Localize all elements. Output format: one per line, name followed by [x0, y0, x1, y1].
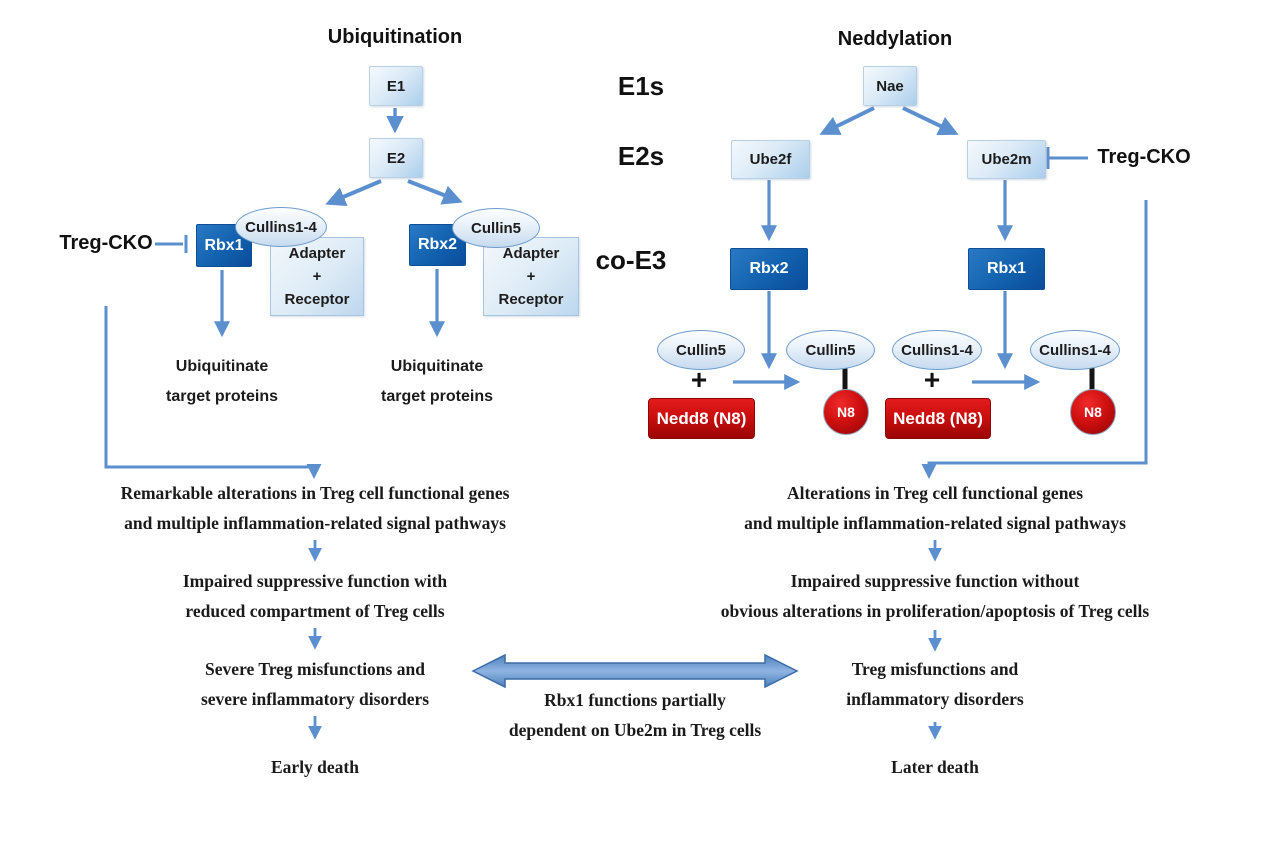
outcome-ubiquitinate-2: Ubiquitinate target proteins: [380, 358, 493, 405]
node-e1: E1: [369, 66, 423, 106]
label-treg-cko-right: Treg-CKO: [1097, 146, 1191, 168]
circle-n8-2: N8: [1070, 389, 1116, 435]
tier-label-e1s: E1s: [617, 71, 665, 101]
arrow-nae-to-ube2f: [819, 106, 875, 135]
node-nedd8-2: Nedd8 (N8): [885, 398, 991, 439]
node-rbx2-right: Rbx2: [730, 248, 808, 290]
left-flow-block1: Remarkable alterations in Treg cell func…: [120, 483, 510, 533]
plus-sign-2: +: [923, 364, 941, 395]
right-flow-block1: Alterations in Treg cell functional gene…: [744, 483, 1126, 533]
arrow-nae-to-ube2m: [902, 106, 959, 136]
adapter-label: Adapter: [502, 245, 560, 262]
elbow-tregcko-to-left-flow: [104, 306, 322, 479]
ellipse-cullins1-4-product: Cullins1-4: [1030, 330, 1120, 370]
circle-n8-1: N8: [823, 389, 869, 435]
complex-adapter-receptor-1: Adapter + Receptor: [270, 237, 364, 316]
tier-label-e2s: E2s: [617, 141, 665, 171]
ellipse-cullins1-4-substrate: Cullins1-4: [892, 330, 982, 370]
node-e2: E2: [369, 138, 423, 178]
ellipse-cullin5-substrate: Cullin5: [657, 330, 745, 370]
title-neddylation: Neddylation: [837, 28, 953, 50]
right-flow-block2: Impaired suppressive function without ob…: [720, 571, 1150, 621]
ellipse-cullin5-left: Cullin5: [452, 208, 540, 248]
plus-sign-1: +: [690, 364, 708, 395]
complex-adapter-receptor-2: Adapter + Receptor: [483, 237, 579, 316]
double-headed-comparison-arrow: [471, 653, 799, 689]
elbow-tregcko-to-right-flow: [921, 200, 1148, 479]
node-rbx1-right: Rbx1: [968, 248, 1045, 290]
node-nae: Nae: [863, 66, 917, 106]
node-ube2m: Ube2m: [967, 140, 1046, 179]
left-flow-block2: Impaired suppressive function with reduc…: [182, 571, 448, 621]
plus-label: +: [312, 268, 322, 285]
arrow-e2-to-cullins14: [325, 179, 382, 206]
node-ube2f: Ube2f: [731, 140, 810, 179]
title-ubiquitination: Ubiquitination: [327, 26, 463, 48]
plus-label: +: [526, 268, 536, 285]
arrow-e2-to-cullin5: [407, 179, 463, 205]
outcome-ubiquitinate-1: Ubiquitinate target proteins: [165, 358, 278, 405]
ellipse-cullin5-product: Cullin5: [786, 330, 875, 370]
left-flow-block3: Severe Treg misfunctions and severe infl…: [200, 659, 430, 709]
right-flow-final: Later death: [891, 757, 979, 777]
center-comparison-note: Rbx1 functions partially dependent on Ub…: [508, 690, 762, 740]
node-nedd8-1: Nedd8 (N8): [648, 398, 755, 439]
ellipse-cullins1-4-left: Cullins1-4: [235, 207, 327, 247]
tier-label-co-e3: co-E3: [595, 245, 667, 275]
left-flow-final: Early death: [271, 757, 359, 777]
right-flow-block3: Treg misfunctions and inflammatory disor…: [846, 659, 1024, 709]
receptor-label: Receptor: [498, 291, 564, 308]
adapter-label: Adapter: [288, 245, 346, 262]
label-treg-cko-left: Treg-CKO: [59, 232, 153, 254]
receptor-label: Receptor: [284, 291, 350, 308]
